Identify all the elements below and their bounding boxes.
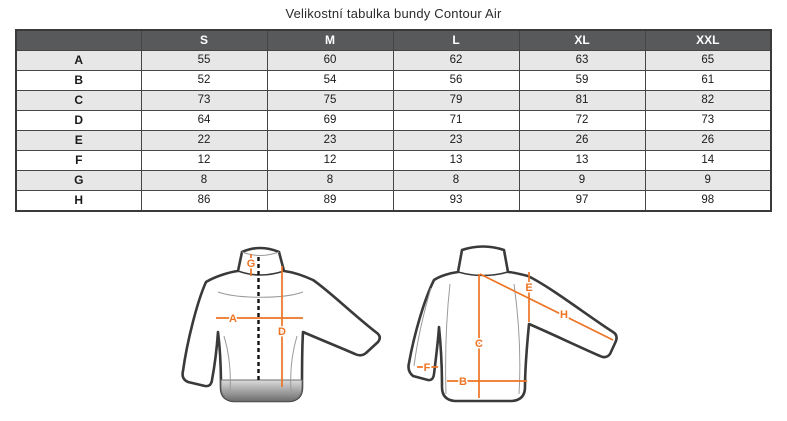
jacket-back-sleeve-seam — [413, 287, 432, 367]
cell-g-xxl: 9 — [644, 170, 772, 191]
table-row-c: C 73 75 79 81 82 — [15, 90, 772, 111]
measurement-line-h — [479, 273, 614, 341]
cell-e-xl: 26 — [518, 130, 646, 151]
column-header-l: L — [392, 29, 520, 51]
cell-c-s: 73 — [140, 90, 268, 111]
cell-a-xxl: 65 — [644, 50, 772, 71]
measurement-label-b: B — [459, 376, 467, 388]
table-row-b: B 52 54 56 59 61 — [15, 70, 772, 91]
size-table: S M L XL XXL A 55 60 62 63 65 B 52 54 56… — [15, 29, 772, 212]
cell-e-s: 22 — [140, 130, 268, 151]
cell-g-s: 8 — [140, 170, 268, 191]
cell-c-xl: 81 — [518, 90, 646, 111]
cell-b-m: 54 — [266, 70, 394, 91]
jacket-back-diagram: E H C F B — [407, 245, 618, 403]
cell-c-xxl: 82 — [644, 90, 772, 111]
cell-f-s: 12 — [140, 150, 268, 171]
cell-a-xl: 63 — [518, 50, 646, 71]
cell-d-s: 64 — [140, 110, 268, 131]
row-label-b: B — [15, 70, 142, 91]
row-label-g: G — [15, 170, 142, 191]
cell-f-m: 12 — [266, 150, 394, 171]
cell-a-l: 62 — [392, 50, 520, 71]
jacket-back-princess-seam-right — [513, 283, 521, 395]
cell-a-m: 60 — [266, 50, 394, 71]
column-header-xl: XL — [518, 29, 646, 51]
cell-f-xl: 13 — [518, 150, 646, 171]
table-row-d: D 64 69 71 72 73 — [15, 110, 772, 131]
cell-c-m: 75 — [266, 90, 394, 111]
jacket-front-chest-seam — [217, 291, 304, 298]
cell-b-s: 52 — [140, 70, 268, 91]
cell-d-xl: 72 — [518, 110, 646, 131]
cell-c-l: 79 — [392, 90, 520, 111]
jacket-back-princess-seam-left — [445, 283, 451, 395]
column-header-xxl: XXL — [644, 29, 772, 51]
cell-g-xl: 9 — [518, 170, 646, 191]
page-title: Velikostní tabulka bundy Contour Air — [285, 6, 502, 21]
cell-b-xl: 59 — [518, 70, 646, 91]
table-row-e: E 22 23 23 26 26 — [15, 130, 772, 151]
measurement-label-a: A — [229, 313, 237, 325]
measurement-label-g: G — [247, 258, 256, 270]
row-label-a: A — [15, 50, 142, 71]
measurement-label-h: H — [560, 309, 568, 321]
cell-d-m: 69 — [266, 110, 394, 131]
jacket-front-collar-seam — [237, 270, 285, 276]
row-label-c: C — [15, 90, 142, 111]
measurement-label-d: D — [278, 326, 286, 338]
table-row-a: A 55 60 62 63 65 — [15, 50, 772, 71]
cell-b-l: 56 — [392, 70, 520, 91]
cell-e-xxl: 26 — [644, 130, 772, 151]
jacket-front-diagram: G A D — [181, 246, 382, 403]
table-header-row: S M L XL XXL — [15, 29, 772, 51]
row-label-h: H — [15, 190, 142, 212]
cell-g-m: 8 — [266, 170, 394, 191]
corner-header-cell — [15, 29, 142, 51]
column-header-m: M — [266, 29, 394, 51]
column-header-s: S — [140, 29, 268, 51]
cell-g-l: 8 — [392, 170, 520, 191]
measurement-label-f: F — [424, 362, 431, 374]
cell-h-m: 89 — [266, 190, 394, 212]
cell-a-s: 55 — [140, 50, 268, 71]
table-row-g: G 8 8 8 9 9 — [15, 170, 772, 191]
cell-f-xxl: 14 — [644, 150, 772, 171]
row-label-f: F — [15, 150, 142, 171]
row-label-d: D — [15, 110, 142, 131]
cell-d-l: 71 — [392, 110, 520, 131]
jacket-front-side-seam-right — [290, 335, 298, 393]
cell-e-m: 23 — [266, 130, 394, 151]
row-label-e: E — [15, 130, 142, 151]
table-row-h: H 86 89 93 97 98 — [15, 190, 772, 212]
jacket-back-outline — [407, 245, 618, 403]
cell-d-xxl: 73 — [644, 110, 772, 131]
cell-b-xxl: 61 — [644, 70, 772, 91]
jacket-front-side-seam-left — [223, 335, 231, 393]
measurement-label-e: E — [525, 282, 532, 294]
cell-e-l: 23 — [392, 130, 520, 151]
measurement-label-c: C — [475, 338, 483, 350]
cell-h-xxl: 98 — [644, 190, 772, 212]
table-row-f: F 12 12 13 13 14 — [15, 150, 772, 171]
cell-f-l: 13 — [392, 150, 520, 171]
cell-h-s: 86 — [140, 190, 268, 212]
cell-h-xl: 97 — [518, 190, 646, 212]
cell-h-l: 93 — [392, 190, 520, 212]
jacket-front-collar-rim — [241, 251, 280, 256]
jacket-front-hem-band — [220, 379, 303, 402]
